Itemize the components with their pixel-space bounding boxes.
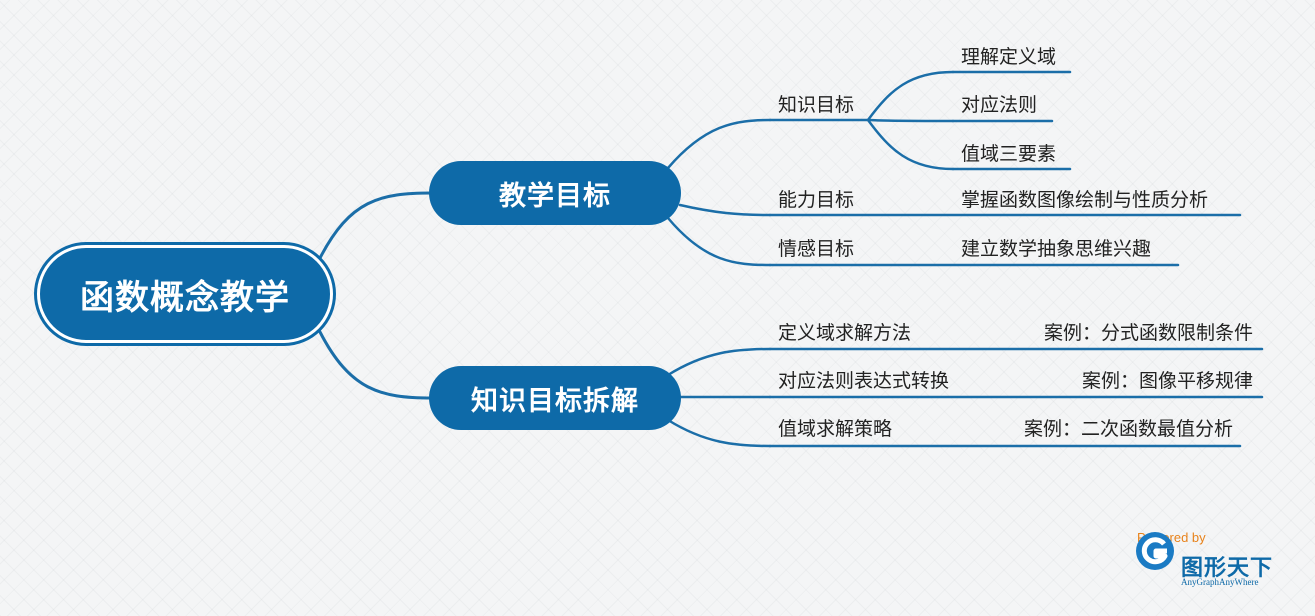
connector-goals-knowledge: [666, 118, 772, 170]
root-topic-label: 函数概念教学: [80, 277, 290, 318]
case-quadratic-extremum[interactable]: 案例：二次函数最值分析: [1023, 418, 1233, 440]
connector-root-goals: [318, 191, 434, 260]
brand-tagline: AnyGraphAnyWhere: [1181, 577, 1259, 587]
branch-knowledge-breakdown[interactable]: 知识目标拆解: [429, 366, 681, 430]
subtopic-ability-goals[interactable]: 能力目标: [778, 189, 855, 211]
brand-watermark: Powered by 图形天下 AnyGraphAnyWhere: [1134, 530, 1284, 592]
subtopic-knowledge-goals[interactable]: 知识目标: [778, 94, 855, 116]
connector-goals-emotion: [666, 216, 772, 267]
connector-knowledge-leaf-1: [866, 70, 955, 122]
subtopic-domain-method[interactable]: 定义域求解方法: [778, 322, 912, 344]
connector-knowledge-leaf-3: [866, 118, 955, 171]
brand-name: 图形天下: [1181, 556, 1274, 581]
connector-breakdown-range: [666, 418, 772, 448]
branch-teaching-goals[interactable]: 教学目标: [429, 161, 681, 225]
connector-knowledge-leaf-2: [866, 118, 955, 123]
subtopic-mapping-transform[interactable]: 对应法则表达式转换: [778, 370, 950, 392]
case-graph-translation[interactable]: 案例：图像平移规律: [1081, 370, 1253, 392]
branch-label: 教学目标: [499, 180, 611, 212]
leaf-range-three-elements[interactable]: 值域三要素: [961, 143, 1057, 165]
leaf-mapping-rule[interactable]: 对应法则: [961, 94, 1038, 116]
connector-breakdown-domain: [666, 347, 772, 377]
branch-label: 知识目标拆解: [471, 385, 639, 417]
subtopic-range-strategy[interactable]: 值域求解策略: [778, 418, 893, 440]
leaf-emotion-detail[interactable]: 建立数学抽象思维兴趣: [961, 238, 1152, 260]
g-logo-icon: [1136, 532, 1174, 570]
root-topic[interactable]: 函数概念教学: [37, 245, 333, 343]
connector-goals-ability: [678, 203, 772, 217]
leaf-ability-detail[interactable]: 掌握函数图像绘制与性质分析: [961, 189, 1209, 211]
case-fraction-restriction[interactable]: 案例：分式函数限制条件: [1043, 322, 1253, 344]
leaf-domain[interactable]: 理解定义域: [961, 46, 1057, 68]
connector-root-breakdown: [318, 330, 434, 400]
subtopic-emotion-goals[interactable]: 情感目标: [778, 238, 855, 260]
